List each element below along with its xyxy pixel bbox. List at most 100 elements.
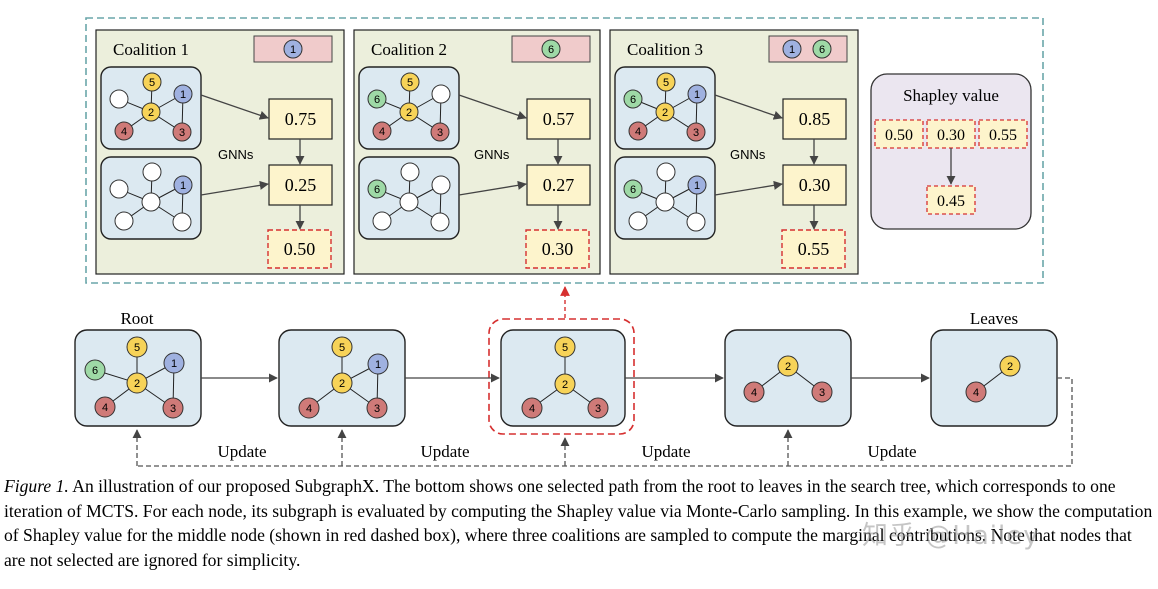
leaves-label: Leaves xyxy=(970,309,1018,328)
node-label: 1 xyxy=(290,44,296,56)
score-full: 0.57 xyxy=(543,109,575,129)
graph-b: 1 xyxy=(109,162,193,232)
score-partial-box xyxy=(526,164,591,206)
svg-text:6: 6 xyxy=(374,94,380,106)
tree-node-root: 2 5 1 4 3 6 xyxy=(74,329,202,427)
svg-text:3: 3 xyxy=(819,387,825,399)
svg-text:4: 4 xyxy=(306,403,312,415)
score-full-box xyxy=(268,98,333,140)
svg-text:1: 1 xyxy=(694,89,700,101)
update-label: Update xyxy=(217,442,266,461)
gnn-label: GNNs xyxy=(730,147,766,162)
tree-node-2: 2 5 1 4 3 xyxy=(278,329,406,427)
shapley-value: 0.55 xyxy=(989,127,1017,144)
svg-text:6: 6 xyxy=(630,94,636,106)
shapley-value-box xyxy=(978,119,1028,149)
node-label: 6 xyxy=(548,44,554,56)
marginal-contribution: 0.55 xyxy=(798,239,830,259)
svg-text:4: 4 xyxy=(635,126,641,138)
gnn-label: GNNs xyxy=(218,147,254,162)
svg-text:2: 2 xyxy=(785,361,791,373)
svg-text:5: 5 xyxy=(149,77,155,89)
svg-text:1: 1 xyxy=(180,180,186,192)
score-partial: 0.27 xyxy=(543,175,575,195)
svg-text:3: 3 xyxy=(437,127,443,139)
graph-a: 2 5 4 3 6 xyxy=(367,72,451,142)
coalition-title: Coalition 2 xyxy=(371,40,447,59)
score-partial-box xyxy=(268,164,333,206)
svg-text:5: 5 xyxy=(407,77,413,89)
score-full: 0.75 xyxy=(285,109,317,129)
score-full: 0.85 xyxy=(799,109,831,129)
shapley-value-box xyxy=(874,119,924,149)
graph-b: 1 6 xyxy=(623,162,707,232)
tree-node-3: 2 5 4 3 xyxy=(500,329,626,427)
coalition-panel-3: Coalition 3 1 6 2 5 1 4 3 6 xyxy=(609,29,859,275)
gnn-label: GNNs xyxy=(474,147,510,162)
svg-text:5: 5 xyxy=(339,342,345,354)
coalition-panel-2: Coalition 2 6 2 5 4 3 6 xyxy=(353,29,601,275)
svg-text:4: 4 xyxy=(751,387,757,399)
svg-text:3: 3 xyxy=(595,403,601,415)
svg-text:4: 4 xyxy=(121,126,127,138)
coalition-title: Coalition 3 xyxy=(627,40,703,59)
svg-text:4: 4 xyxy=(102,402,108,414)
marginal-contribution: 0.50 xyxy=(284,239,316,259)
caption-text: An illustration of our proposed Subgraph… xyxy=(4,476,1153,570)
score-full-box xyxy=(782,98,847,140)
selected-node-highlight xyxy=(488,318,635,435)
svg-text:1: 1 xyxy=(375,359,381,371)
tree-node-4: 2 4 3 xyxy=(724,329,852,427)
svg-text:2: 2 xyxy=(148,107,154,119)
node-label: 1 xyxy=(789,44,795,56)
coalition-panel-1: Coalition 1 1 2 5 1 4 3 xyxy=(95,29,345,275)
graph-a: 2 5 1 4 3 6 xyxy=(623,72,707,142)
root-label: Root xyxy=(120,309,153,328)
svg-text:4: 4 xyxy=(529,403,535,415)
svg-text:5: 5 xyxy=(663,77,669,89)
score-partial: 0.25 xyxy=(285,175,317,195)
svg-text:3: 3 xyxy=(170,403,176,415)
svg-text:6: 6 xyxy=(92,365,98,377)
shapley-value: 0.30 xyxy=(937,127,965,144)
marginal-contribution-box xyxy=(267,229,332,269)
graph-node xyxy=(782,39,802,59)
svg-text:2: 2 xyxy=(562,379,568,391)
graph-node xyxy=(812,39,832,59)
svg-text:1: 1 xyxy=(180,89,186,101)
graph-b: 6 xyxy=(367,162,451,232)
score-full-box xyxy=(526,98,591,140)
graph-node xyxy=(283,39,303,59)
shapley-value-box xyxy=(926,119,976,149)
svg-text:2: 2 xyxy=(1007,361,1013,373)
graph-node xyxy=(541,39,561,59)
tree-node-leaf: 2 4 xyxy=(930,329,1058,427)
figure-caption: Figure 1. An illustration of our propose… xyxy=(4,474,1156,572)
svg-text:2: 2 xyxy=(662,107,668,119)
shapley-panel: Shapley value 0.50 0.30 0.55 0.45 xyxy=(870,73,1032,230)
svg-text:5: 5 xyxy=(562,342,568,354)
svg-text:6: 6 xyxy=(630,184,636,196)
svg-text:1: 1 xyxy=(694,180,700,192)
svg-text:5: 5 xyxy=(134,342,140,354)
update-label: Update xyxy=(641,442,690,461)
svg-text:4: 4 xyxy=(379,126,385,138)
shapley-result: 0.45 xyxy=(937,193,965,210)
svg-text:6: 6 xyxy=(374,184,380,196)
marginal-contribution-box xyxy=(781,229,846,269)
subgraphx-diagram: Coalition 1 1 2 5 1 4 3 xyxy=(74,17,1073,467)
svg-text:3: 3 xyxy=(374,403,380,415)
shapley-result-box xyxy=(926,185,976,215)
update-path xyxy=(132,377,1073,467)
coalition-tag xyxy=(768,35,848,63)
coalition-title: Coalition 1 xyxy=(113,40,189,59)
score-partial: 0.30 xyxy=(799,175,831,195)
graph-a: 2 5 1 4 3 xyxy=(109,72,193,142)
svg-text:2: 2 xyxy=(134,378,140,390)
svg-text:2: 2 xyxy=(406,107,412,119)
svg-text:3: 3 xyxy=(179,127,185,139)
watermark: 知乎 @Hailey xyxy=(862,521,1040,551)
shapley-value: 0.50 xyxy=(885,127,913,144)
marginal-contribution-box xyxy=(525,229,590,269)
node-label: 6 xyxy=(819,44,825,56)
